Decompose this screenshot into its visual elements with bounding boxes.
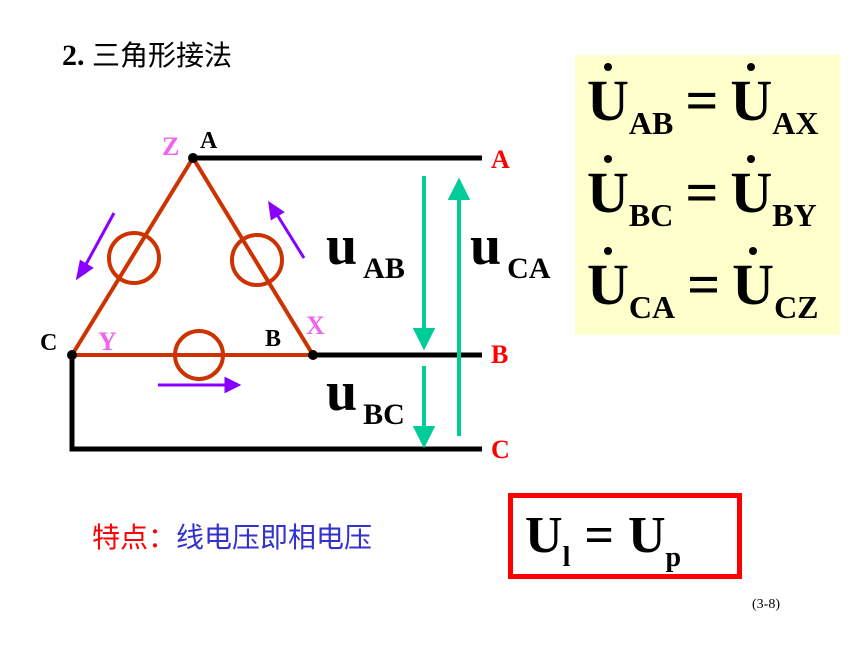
formula-ab-rhs: U bbox=[730, 63, 773, 133]
line-c-wire bbox=[69, 355, 482, 452]
formula-bc-lhs-sub: BC bbox=[628, 197, 674, 233]
feature-text: 线电压即相电压 bbox=[176, 521, 373, 554]
junction-a-dot bbox=[188, 153, 198, 163]
ubc-sub: BC bbox=[363, 398, 405, 431]
title-text: 三角形接法 bbox=[92, 39, 233, 72]
formula-ab-lhs-sub: AB bbox=[628, 105, 674, 141]
winding-coil-bottom bbox=[173, 329, 225, 381]
voltage-label-ubc: u BC bbox=[326, 361, 405, 431]
winding-coil-right bbox=[230, 233, 284, 287]
feature-label: 特点： bbox=[92, 521, 177, 554]
slide-title: 2. 三角形接法 bbox=[62, 34, 232, 74]
label-z: Z bbox=[162, 132, 179, 161]
formula-ca-rhs: U bbox=[732, 247, 775, 317]
uab-sub: AB bbox=[363, 252, 405, 285]
relation-lhs: U bbox=[525, 507, 563, 564]
formula-ab-lhs: U bbox=[587, 63, 629, 133]
relation-lhs-sub: l bbox=[562, 542, 571, 573]
formula-ca-rhs-sub: CZ bbox=[774, 289, 819, 325]
winding-coil-left bbox=[107, 231, 161, 285]
voltage-label-uab: u AB bbox=[326, 215, 405, 285]
formula-bc-eq: = bbox=[685, 160, 719, 225]
voltage-arrow-ab-head bbox=[412, 328, 436, 351]
page-number: (3-8) bbox=[752, 597, 780, 612]
relation-eq: = bbox=[584, 507, 614, 564]
formula-row-bc: UBC=UBY bbox=[587, 155, 817, 234]
line-label-c: C bbox=[491, 435, 510, 464]
relation-formula: Ul=Up bbox=[525, 506, 681, 574]
line-label-a: A bbox=[491, 145, 510, 174]
label-c-node: C bbox=[40, 330, 57, 356]
current-arrow-right-head bbox=[268, 200, 285, 221]
formula-row-ab: UAB=UAX bbox=[587, 63, 819, 142]
label-b-node: B bbox=[265, 326, 281, 352]
formula-box: UAB=UAX UBC=UBY UCA=UCZ bbox=[575, 55, 840, 335]
formula-ca-lhs: U bbox=[587, 247, 629, 317]
junction-b-dot bbox=[308, 350, 318, 360]
uca-base: u bbox=[470, 215, 501, 277]
voltage-arrow-ca-head bbox=[447, 177, 471, 200]
current-arrow-bottom-head bbox=[224, 376, 242, 394]
formula-ab-eq: = bbox=[685, 68, 719, 133]
label-a-node: A bbox=[200, 128, 218, 154]
voltage-label-uca: u CA bbox=[470, 215, 551, 285]
current-arrow-left-head bbox=[75, 259, 94, 281]
relation-rhs-sub: p bbox=[665, 542, 682, 573]
delta-triangle bbox=[68, 154, 317, 357]
junction-c-dot bbox=[67, 350, 77, 360]
label-x: X bbox=[306, 311, 325, 340]
voltage-arrow-bc-head bbox=[412, 426, 436, 449]
relation-rhs: U bbox=[627, 507, 666, 564]
label-y: Y bbox=[98, 327, 117, 356]
formula-bc-rhs-sub: BY bbox=[772, 197, 817, 233]
relation-box: Ul=Up bbox=[508, 493, 742, 579]
formula-ab-rhs-sub: AX bbox=[772, 105, 819, 141]
formula-ca-lhs-sub: CA bbox=[628, 289, 676, 325]
ubc-base: u bbox=[326, 361, 357, 423]
formula-bc-lhs: U bbox=[587, 155, 629, 225]
current-arrow-left bbox=[82, 212, 116, 269]
formula-row-ca: UCA=UCZ bbox=[587, 247, 819, 326]
title-number: 2. bbox=[62, 39, 85, 72]
uab-base: u bbox=[326, 215, 357, 277]
formula-bc-rhs: U bbox=[730, 155, 773, 225]
feature-note: 特点：线电压即相电压 bbox=[92, 516, 372, 556]
formula-ca-eq: = bbox=[687, 252, 721, 317]
uca-sub: CA bbox=[507, 252, 551, 285]
line-label-b: B bbox=[491, 340, 508, 369]
current-arrow-right bbox=[274, 212, 306, 259]
